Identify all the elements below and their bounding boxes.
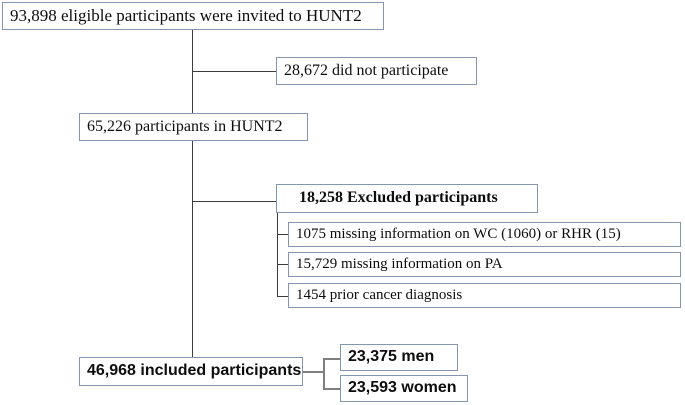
- node-men[interactable]: 23,375 men: [340, 344, 458, 371]
- node-included[interactable]: 46,968 included participants: [79, 357, 303, 386]
- connector-excluded-stub-2: [277, 264, 289, 265]
- node-excluded-pa-label: 15,729 missing information on PA: [296, 255, 503, 272]
- connector-split-to-women: [323, 388, 341, 390]
- connector-trunk-lower: [192, 141, 193, 371]
- node-excluded-cancer-label: 1454 prior cancer diagnosis: [296, 286, 463, 303]
- node-excluded-label: 18,258 Excluded participants: [299, 189, 498, 207]
- connector-excluded-stub-3: [277, 296, 289, 297]
- node-excluded[interactable]: 18,258 Excluded participants: [276, 184, 538, 213]
- node-excluded-cancer[interactable]: 1454 prior cancer diagnosis: [288, 283, 681, 308]
- connector-trunk-upper: [192, 30, 193, 172]
- node-participants-hunt2[interactable]: 65,226 participants in HUNT2: [79, 113, 308, 141]
- node-included-label: 46,968 included participants: [87, 362, 302, 380]
- node-excluded-wc-rhr[interactable]: 1075 missing information on WC (1060) or…: [288, 222, 681, 247]
- connector-to-did-not-participate: [192, 71, 276, 72]
- node-excluded-pa[interactable]: 15,729 missing information on PA: [288, 252, 681, 277]
- connector-split-to-men: [323, 358, 341, 360]
- connector-excluded-spine: [277, 201, 278, 297]
- node-women[interactable]: 23,593 women: [340, 375, 468, 402]
- connector-excluded-stub-1: [277, 234, 289, 235]
- node-men-label: 23,375 men: [348, 348, 435, 366]
- connector-split-spine: [323, 358, 325, 390]
- node-excluded-wc-rhr-label: 1075 missing information on WC (1060) or…: [296, 225, 621, 242]
- node-did-not-participate-label: 28,672 did not participate: [284, 61, 449, 79]
- node-invited[interactable]: 93,898 eligible participants were invite…: [2, 2, 384, 30]
- node-participants-hunt2-label: 65,226 participants in HUNT2: [87, 117, 283, 135]
- node-women-label: 23,593 women: [348, 379, 457, 397]
- connector-included-to-split: [303, 371, 324, 373]
- node-invited-label: 93,898 eligible participants were invite…: [10, 6, 362, 26]
- connector-to-excluded: [192, 201, 276, 202]
- node-did-not-participate[interactable]: 28,672 did not participate: [276, 57, 477, 85]
